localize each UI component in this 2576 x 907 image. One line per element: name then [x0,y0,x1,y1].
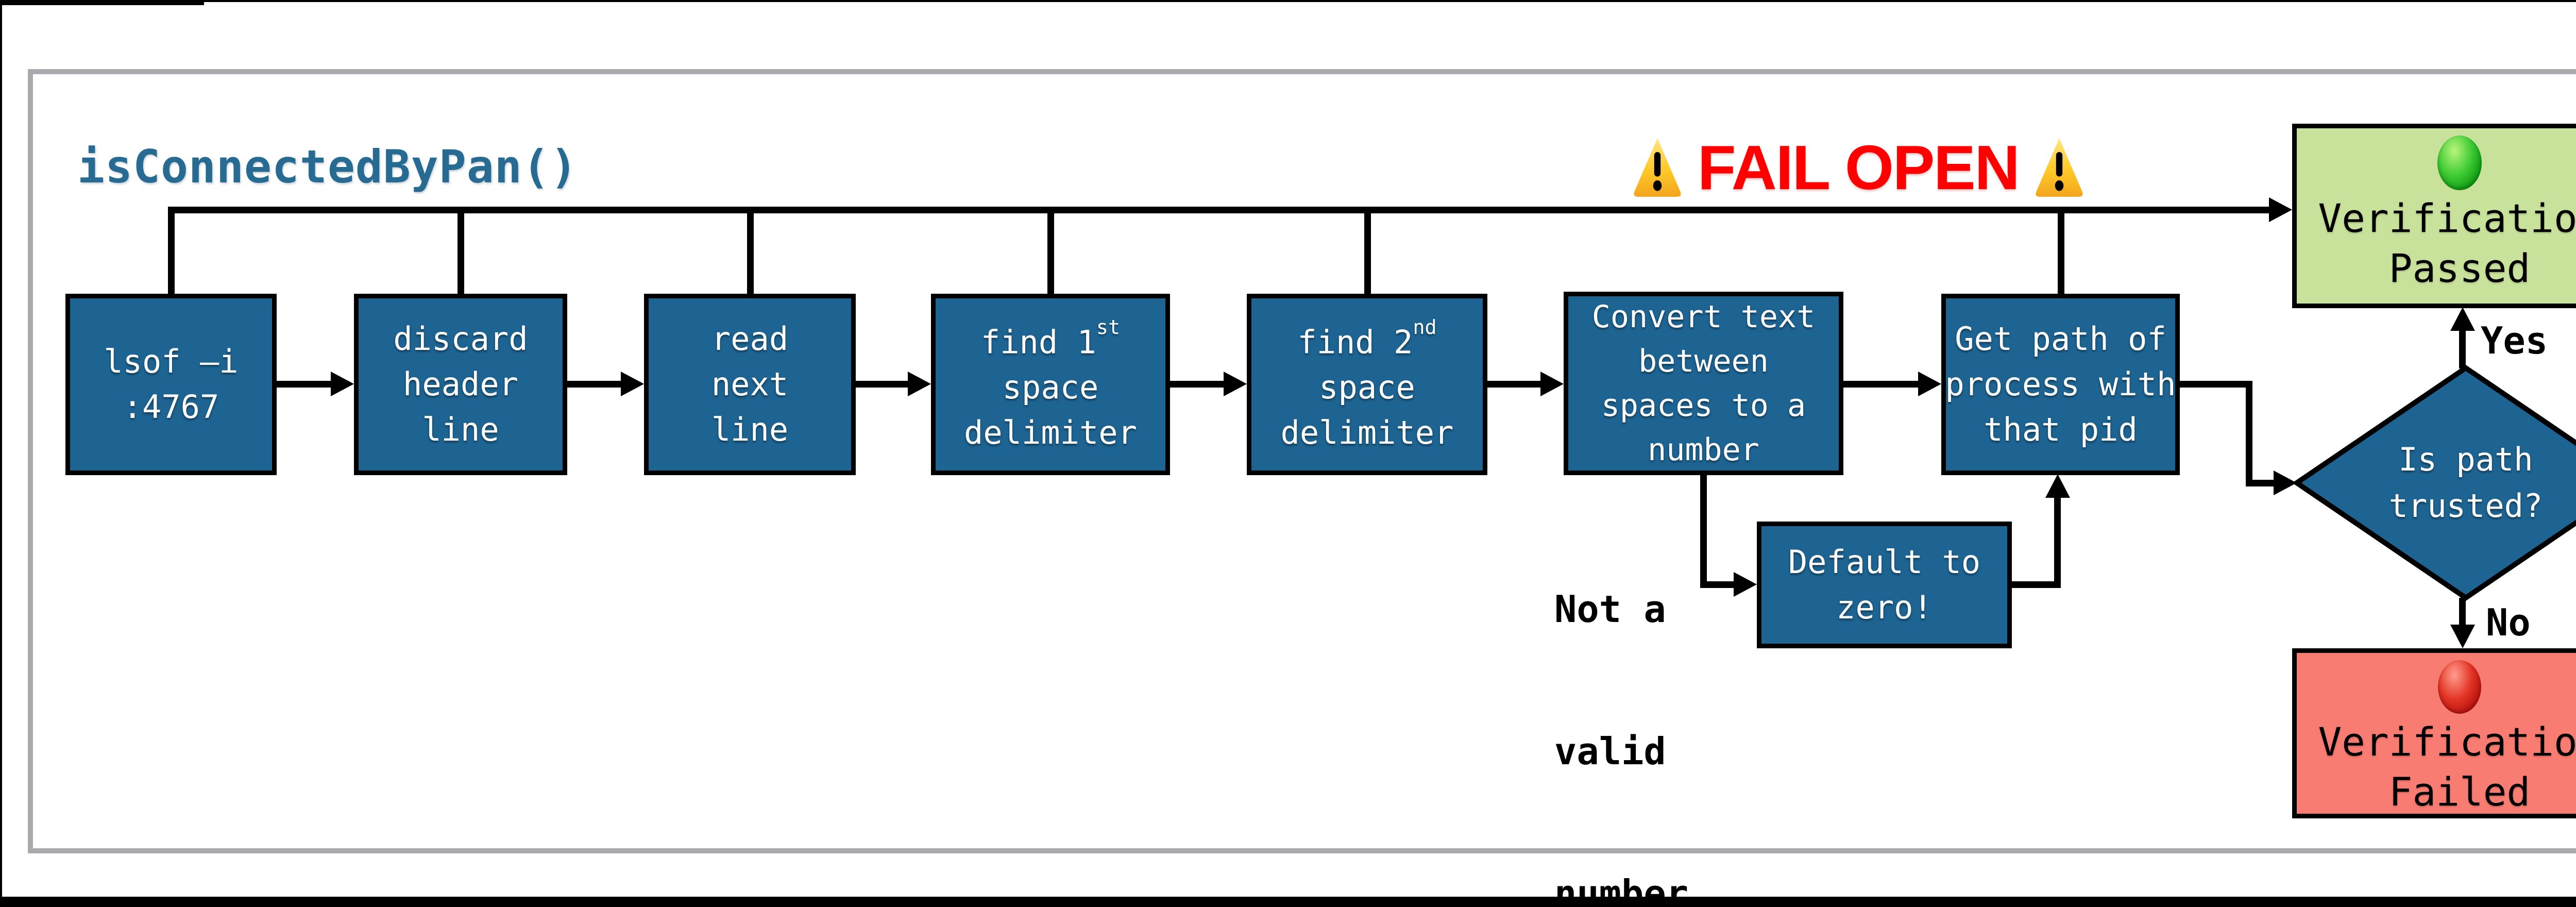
connector-3-4 [856,381,908,388]
decision-label: Is path trusted? [2388,441,2543,525]
arrowhead [1734,572,1757,597]
connector-stub-find2 [1364,207,1371,295]
terminal-verification-passed: Verification Passed [2292,124,2576,308]
connector-stub-find1 [1047,207,1054,295]
connector-convert-drop [1700,474,1707,588]
connector-fail-open-line [171,207,2269,213]
edge-label-yes: Yes [2481,319,2548,362]
connector-to-default [1700,581,1734,588]
node-find-first-space: find 1st space delimiter [931,294,1170,475]
connector-yes [2459,330,2466,368]
arrowhead [2274,471,2297,495]
decision-is-path-trusted [2294,365,2576,601]
red-status-light-icon [2438,660,2481,714]
node-default-zero: Default to zero! [1757,522,2012,648]
node-discard-header: discard header line [354,294,567,475]
connector-stub-getpath [2058,207,2064,295]
node-convert-text: Convert text between spaces to a number [1564,292,1843,475]
arrowhead [908,372,931,396]
ordinal-superscript: nd [1413,315,1437,339]
node-get-path: Get path of process with that pid [1941,294,2180,475]
arrowhead [2450,307,2475,331]
arrowhead [2045,474,2070,498]
node-lsof: lsof –i :4767 [65,294,277,475]
connector-4-5 [1170,381,1224,388]
arrowhead [1918,372,1941,396]
ordinal-superscript: st [1096,315,1121,339]
arrowhead-into-passed [2269,197,2292,222]
screen-edge-top [0,0,2576,2]
connector-getpath-out [2180,381,2252,388]
screen-edge-left [0,0,2,907]
node-find-second-space: find 2nd space delimiter [1247,294,1487,475]
screen-edge-top-left-bar [0,0,204,5]
green-status-light-icon [2437,136,2482,190]
node-read-next-line: read next line [644,294,856,475]
connector-default-up [2054,497,2061,588]
connector-stub-discard [457,207,464,295]
warning-triangle-icon [2036,138,2083,197]
arrowhead [1224,372,1247,396]
connector-stub-read [747,207,754,295]
connector-default-out [2012,581,2061,588]
arrowhead [621,372,644,396]
connector-2-3 [567,381,621,388]
fail-open-banner: FAIL OPEN [1631,129,2086,206]
arrowhead [331,372,354,396]
warning-triangle-icon [1634,138,1681,197]
screen-edge-bottom [0,897,2576,907]
connector-1-2 [276,381,331,388]
edge-label-no: No [2486,601,2531,644]
connector-no [2459,598,2466,626]
connector-stub-lsof [168,207,175,295]
connector-getpath-down [2246,381,2252,486]
edge-label-not-valid: Not a valid number [1554,587,1689,907]
arrowhead [1540,372,1564,396]
page-title: isConnectedByPan() [77,140,578,193]
fail-open-label: FAIL OPEN [1698,132,2020,203]
connector-5-6 [1487,381,1540,388]
connector-6-7 [1843,381,1918,388]
connector-into-decision [2246,480,2274,486]
arrowhead [2450,625,2475,648]
terminal-verification-failed: Verification Failed [2292,648,2576,818]
